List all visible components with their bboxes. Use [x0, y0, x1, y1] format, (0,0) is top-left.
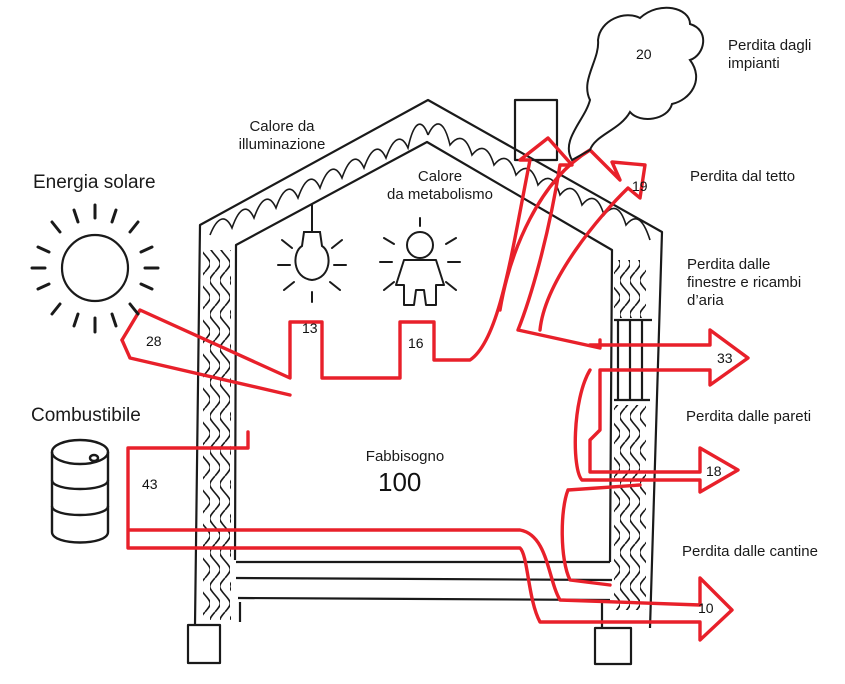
- house-structure: [186, 98, 664, 666]
- roof-loss-label: Perdita dal tetto: [690, 168, 796, 185]
- roof-loss-value: 19: [632, 178, 648, 194]
- wall-insulation: [203, 250, 646, 620]
- light-bulb-icon: [277, 204, 347, 303]
- energy-flows: [120, 136, 750, 642]
- solar-label: Energia solare: [33, 172, 156, 193]
- fuel-flow: [126, 430, 734, 642]
- lighting-label: Calore da illuminazione: [238, 118, 326, 153]
- basement-flow: [560, 483, 642, 587]
- basement-loss-value: 10: [698, 600, 714, 616]
- windows-loss-label: Perdita dalle finestre e ricambi d’aria: [687, 256, 802, 309]
- solar-arrow-tail: [120, 338, 292, 397]
- sun-icon: [30, 203, 160, 334]
- systems-loss-value: 20: [636, 46, 652, 62]
- smoke-cloud-icon: [567, 6, 705, 162]
- windows-loss-value: 33: [717, 350, 733, 366]
- metabolism-label: Calore da metabolismo: [387, 168, 493, 203]
- walls-loss-value: 18: [706, 463, 722, 479]
- metabolism-value: 16: [408, 335, 424, 351]
- fuel-barrel-icon: [50, 438, 110, 544]
- demand-value: 100: [378, 467, 422, 497]
- person-icon: [379, 217, 461, 306]
- roof-insulation: [209, 123, 651, 241]
- systems-loss-label: Perdita dagli impianti: [728, 37, 812, 72]
- lighting-value: 13: [302, 320, 318, 336]
- basement-loss-label: Perdita dalle cantine: [682, 543, 818, 560]
- demand-label: Fabbisogno: [365, 448, 445, 465]
- solar-value: 28: [146, 333, 162, 349]
- solar-flow: [120, 136, 602, 380]
- fuel-value: 43: [142, 476, 158, 492]
- roof-flow: [498, 148, 647, 332]
- walls-loss-label: Perdita dalle pareti: [686, 408, 812, 425]
- windows-flow: [573, 328, 750, 494]
- fuel-label: Combustibile: [31, 405, 141, 426]
